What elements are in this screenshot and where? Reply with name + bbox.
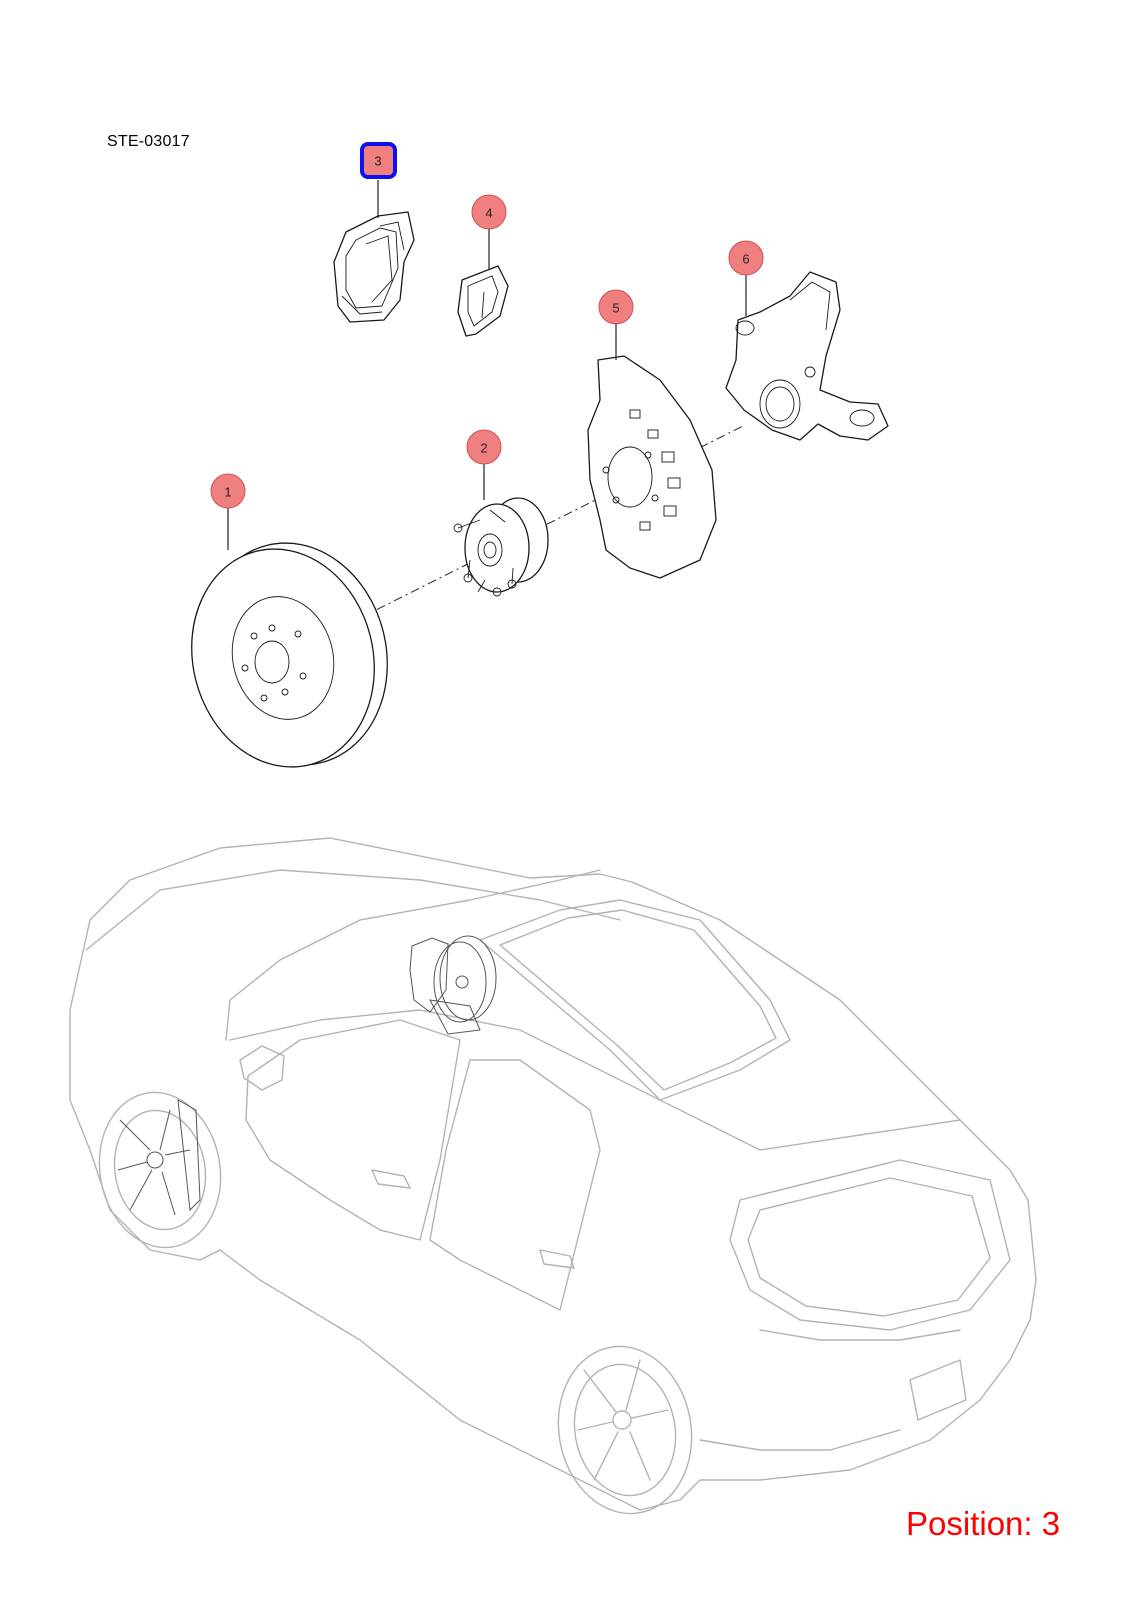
assembly-axis-line: [359, 424, 746, 619]
diagram-code: STE-03017: [107, 133, 190, 150]
dust-shield-part[interactable]: [587, 355, 717, 579]
callout-1[interactable]: 1: [210, 473, 246, 509]
callout-number: 4: [485, 206, 492, 221]
brake-pad-part[interactable]: [457, 265, 509, 337]
callout-number: 3: [374, 154, 381, 169]
callout-number: 5: [612, 301, 619, 316]
callout-2[interactable]: 2: [466, 429, 502, 465]
callout-3-selected[interactable]: 3: [360, 142, 397, 179]
steering-knuckle-part[interactable]: [725, 271, 889, 441]
callout-number: 1: [224, 485, 231, 500]
callout-4[interactable]: 4: [471, 194, 507, 230]
brake-disc-part[interactable]: [169, 523, 410, 786]
callout-6[interactable]: 6: [728, 240, 764, 276]
brake-caliper-part[interactable]: [333, 211, 415, 323]
callout-number: 2: [480, 441, 487, 456]
position-label: Position: 3: [906, 1505, 1061, 1542]
callout-number: 6: [742, 252, 749, 267]
wheel-hub-part[interactable]: [453, 497, 549, 597]
vehicle-silhouette: [69, 837, 1037, 1515]
callout-5[interactable]: 5: [598, 289, 634, 325]
